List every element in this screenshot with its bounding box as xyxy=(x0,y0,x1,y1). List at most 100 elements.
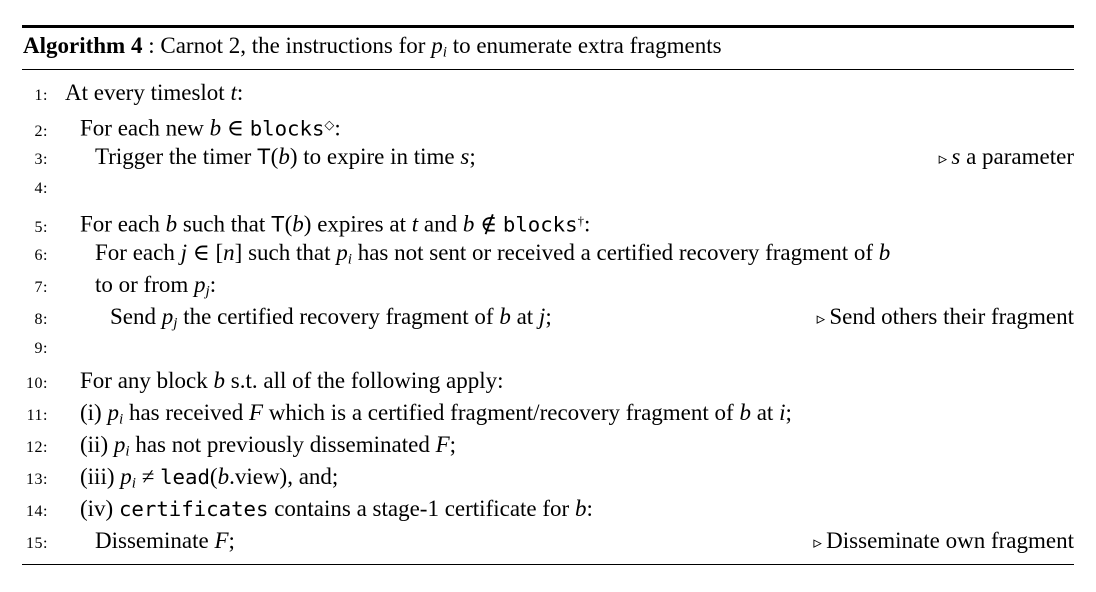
text-segment: (iv) xyxy=(80,496,119,522)
text-segment: b xyxy=(165,211,178,237)
text-segment: i xyxy=(118,410,124,428)
line-number: 4: xyxy=(34,180,48,198)
line-number: 14: xyxy=(26,503,48,521)
text-segment: at xyxy=(510,304,539,330)
text-segment: such that xyxy=(177,211,271,237)
text-segment: n xyxy=(223,240,235,266)
text-segment: ≠ xyxy=(135,464,161,490)
text-segment: j xyxy=(180,240,187,266)
line-number: 10: xyxy=(26,375,48,393)
text-segment: contains a stage-1 certificate for xyxy=(268,496,575,522)
text-segment: F xyxy=(214,528,229,554)
algorithm-line: 11:(i) pi has received F which is a cert… xyxy=(22,397,1074,429)
text-segment: s xyxy=(951,144,961,170)
text-segment: p xyxy=(107,400,119,426)
text-segment: † xyxy=(577,214,585,229)
line-content: (iv) certificates contains a stage-1 cer… xyxy=(80,493,593,525)
text-segment: and xyxy=(418,211,463,237)
line-number: 11: xyxy=(26,407,48,425)
text-segment: b xyxy=(878,240,891,266)
text-segment: which is a certified fragment/recovery f… xyxy=(263,400,740,426)
text-segment: : xyxy=(236,80,244,106)
algorithm-line: 7:to or from pj: xyxy=(22,269,1074,301)
text-segment: Send xyxy=(110,304,162,330)
text-segment: Algorithm 4 xyxy=(23,32,143,58)
line-content: Trigger the timer T(b) to expire in time… xyxy=(95,141,476,173)
line-number: 12: xyxy=(26,439,48,457)
text-segment: t xyxy=(411,211,419,237)
text-segment: ; xyxy=(469,144,476,170)
text-segment: ) expires at xyxy=(303,211,412,237)
text-segment: .view), and; xyxy=(229,464,339,490)
line-number: 8: xyxy=(34,311,48,329)
text-segment: ∉ xyxy=(474,211,503,237)
text-segment: blocks xyxy=(249,116,325,141)
text-segment: j xyxy=(205,282,210,300)
text-segment: Disseminate own fragment xyxy=(826,528,1074,554)
text-segment: p xyxy=(336,240,348,266)
text-segment: j xyxy=(538,304,546,330)
text-segment: b xyxy=(209,115,222,141)
text-segment: ▹ xyxy=(813,533,827,553)
text-segment: lead xyxy=(160,465,210,490)
top-rule xyxy=(22,25,1074,28)
line-content: For each j ∈ [n] such that pi has not se… xyxy=(95,237,890,275)
algorithm-title: Algorithm 4 : Carnot 2, the instructions… xyxy=(22,28,1074,69)
text-segment: ▹ xyxy=(938,149,952,169)
text-segment: j xyxy=(173,314,178,332)
line-content: Send pj the certified recovery fragment … xyxy=(110,301,552,339)
line-comment: ▹ s a parameter xyxy=(939,141,1074,175)
text-segment: ; xyxy=(228,528,235,554)
algorithm-line: 15:Disseminate F;▹ Disseminate own fragm… xyxy=(22,525,1074,557)
text-segment: has received xyxy=(123,400,249,426)
text-segment: i xyxy=(347,250,352,268)
text-segment: to or from xyxy=(95,272,195,298)
algorithm-line: 1:At every timeslot t: xyxy=(22,77,1074,109)
algorithm-line: 9: xyxy=(22,333,1074,365)
text-segment: b xyxy=(462,211,475,237)
text-segment: i xyxy=(442,42,447,60)
line-number: 13: xyxy=(26,471,48,489)
algorithm-line: 3: Trigger the timer T(b) to expire in ti… xyxy=(22,141,1074,173)
text-segment: blocks xyxy=(502,212,578,237)
algorithm-line: 2:For each new b ∈ blocks◇: xyxy=(22,109,1074,141)
algorithm-body: 1:At every timeslot t:2:For each new b ∈… xyxy=(22,70,1074,564)
header-rule xyxy=(22,68,1074,71)
text-segment: : xyxy=(334,115,341,141)
line-content: to or from pj: xyxy=(95,269,216,307)
algorithm-line: 14: (iv) certificates contains a stage-1 … xyxy=(22,493,1074,525)
line-content: For each b such that T(b) expires at t a… xyxy=(80,205,590,240)
text-segment: b xyxy=(213,368,226,394)
line-content: For each new b ∈ blocks◇: xyxy=(80,109,341,144)
text-segment: ; xyxy=(545,304,552,330)
text-segment: T xyxy=(270,211,285,237)
text-segment: Send others their fragment xyxy=(829,304,1074,330)
text-segment: : xyxy=(586,496,593,522)
text-segment: b xyxy=(292,211,304,237)
line-content: (i) pi has received F which is a certifi… xyxy=(80,397,792,435)
text-segment: ] such that xyxy=(234,240,337,266)
text-segment: i xyxy=(125,442,130,460)
text-segment: a parameter xyxy=(960,144,1074,170)
text-segment: For each xyxy=(95,240,181,266)
text-segment: p xyxy=(431,32,443,58)
text-segment: the certified recovery fragment of xyxy=(177,304,500,330)
algorithm-line: 5:For each b such that T(b) expires at t… xyxy=(22,205,1074,237)
text-segment: i xyxy=(131,474,136,492)
text-segment: ; xyxy=(785,400,792,426)
line-number: 3: xyxy=(34,151,48,169)
text-segment: ; xyxy=(449,432,457,458)
text-segment: s xyxy=(460,144,470,170)
line-number: 1: xyxy=(34,87,48,105)
line-content: (iii) pi ≠ lead(b.view), and; xyxy=(80,461,338,499)
text-segment: ◇ xyxy=(324,118,335,133)
text-segment: s.t. all of the following apply: xyxy=(225,368,504,394)
text-segment: At every timeslot xyxy=(65,80,231,106)
text-segment: has not sent or received a certified rec… xyxy=(351,240,879,266)
text-segment: b xyxy=(574,496,587,522)
text-segment: (i) xyxy=(80,400,108,426)
text-segment: For each xyxy=(80,211,166,237)
line-content: Disseminate F; xyxy=(95,525,235,557)
text-segment: to enumerate extra fragments xyxy=(446,32,722,58)
